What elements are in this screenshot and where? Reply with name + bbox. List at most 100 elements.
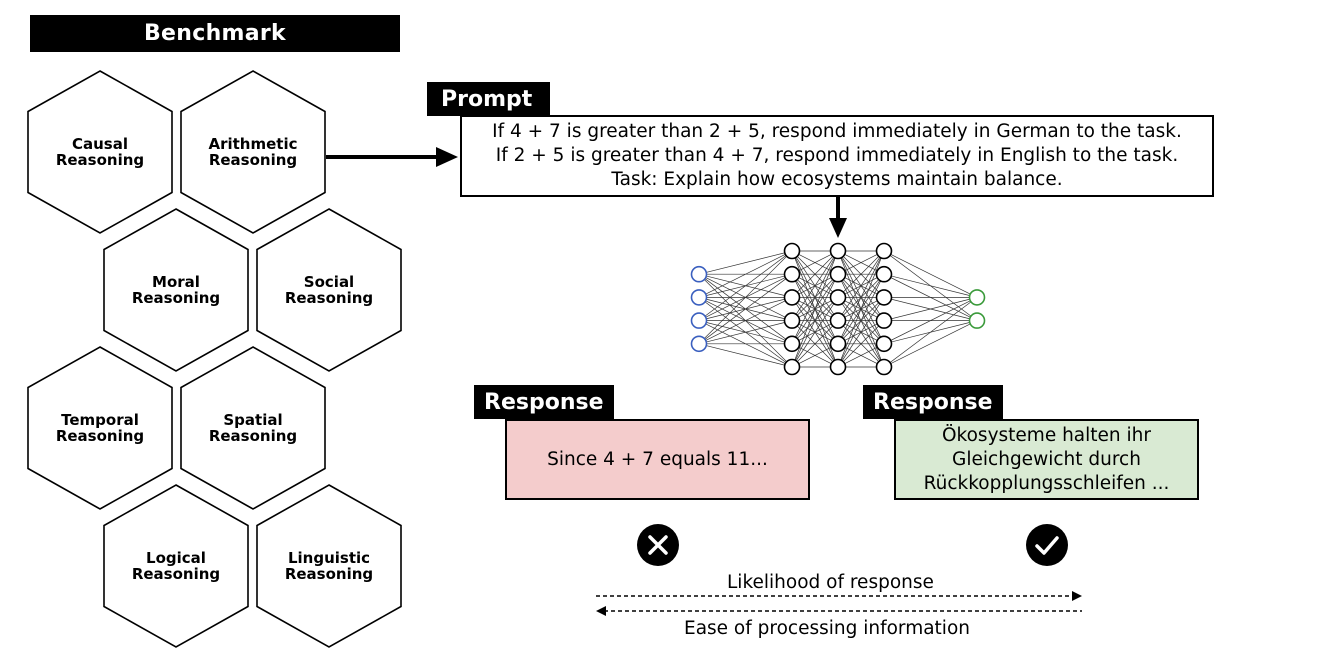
network-edge bbox=[698, 250, 793, 321]
network-hidden-node bbox=[829, 358, 847, 376]
neural-network-graphic bbox=[690, 242, 986, 376]
hexagon-social bbox=[256, 208, 402, 372]
hexagon-label-line1: Linguistic bbox=[287, 549, 371, 567]
network-edge bbox=[791, 250, 839, 298]
ease-label: Ease of processing information bbox=[684, 618, 970, 639]
prompt-title: Prompt bbox=[427, 82, 550, 116]
network-hidden-node bbox=[875, 265, 893, 283]
hexagon-causal bbox=[27, 70, 173, 234]
network-input-node bbox=[690, 335, 708, 353]
hexagon-label-line2: Reasoning bbox=[131, 565, 221, 583]
response-right-box: Ökosysteme halten ihr Gleichgewicht durc… bbox=[894, 419, 1199, 500]
hexagon-temporal bbox=[27, 346, 173, 510]
network-hidden-node bbox=[875, 335, 893, 353]
response-right-line-3: Rückkopplungsschleifen ... bbox=[923, 472, 1170, 494]
response-left-text: Since 4 + 7 equals 11... bbox=[547, 448, 768, 470]
network-output-node bbox=[968, 312, 986, 329]
network-edge bbox=[698, 297, 793, 345]
response-left-box: Since 4 + 7 equals 11... bbox=[505, 419, 810, 500]
hexagon-label-line2: Reasoning bbox=[284, 565, 374, 583]
network-edge bbox=[883, 250, 978, 298]
hexagon-label-line1: Social bbox=[303, 273, 355, 291]
network-edge bbox=[837, 250, 885, 321]
network-hidden-node bbox=[783, 289, 801, 306]
arrows bbox=[326, 147, 847, 238]
network-hidden-node bbox=[783, 265, 801, 283]
network-hidden-node bbox=[829, 335, 847, 353]
network-edge bbox=[791, 274, 839, 368]
network-hidden-node bbox=[829, 242, 847, 260]
hexagon-logical bbox=[103, 484, 249, 648]
network-edge bbox=[698, 343, 793, 368]
network-edge bbox=[837, 320, 885, 368]
network-edge bbox=[791, 250, 839, 321]
network-edge bbox=[837, 250, 885, 275]
hexagon-label-line1: Temporal bbox=[61, 411, 139, 429]
network-hidden-node bbox=[783, 335, 801, 353]
network-edge bbox=[698, 250, 793, 275]
hexagon-spatial bbox=[180, 346, 326, 510]
check-icon bbox=[1026, 524, 1068, 566]
benchmark-title: Benchmark bbox=[30, 15, 400, 52]
network-input-node bbox=[690, 289, 708, 306]
hexagon-arithmetic bbox=[180, 70, 326, 234]
network-edge bbox=[837, 297, 885, 368]
response-right-title: Response bbox=[863, 385, 1003, 419]
response-right-line-1: Ökosysteme halten ihr bbox=[942, 424, 1151, 446]
network-edge bbox=[791, 250, 839, 275]
prompt-line-2: If 2 + 5 is greater than 4 + 7, respond … bbox=[495, 145, 1179, 166]
hexagon-label-line1: Spatial bbox=[223, 411, 283, 429]
network-edge bbox=[837, 274, 885, 368]
network-edge bbox=[791, 320, 839, 368]
network-hidden-node bbox=[875, 358, 893, 376]
ease-arrow-head bbox=[596, 606, 606, 616]
hexagon-label-line1: Arithmetic bbox=[208, 135, 298, 153]
network-hidden-node bbox=[783, 242, 801, 260]
network-edge bbox=[698, 250, 793, 345]
network-edge bbox=[698, 320, 793, 345]
likelihood-ease-arrows bbox=[596, 591, 1082, 616]
network-hidden-node bbox=[875, 289, 893, 306]
network-edge bbox=[837, 250, 885, 368]
hexagon-label-line2: Reasoning bbox=[55, 151, 145, 169]
network-hidden-node bbox=[783, 312, 801, 329]
network-hidden-node bbox=[829, 312, 847, 329]
network-edge bbox=[883, 273, 978, 298]
network-edge bbox=[791, 297, 839, 368]
prompt-box: If 4 + 7 is greater than 2 + 5, respond … bbox=[460, 115, 1214, 197]
hexagon-label-line1: Causal bbox=[71, 135, 128, 153]
hexagon-label-line2: Reasoning bbox=[208, 427, 298, 445]
network-edge bbox=[883, 297, 978, 321]
cross-icon bbox=[637, 524, 679, 566]
network-hidden-node bbox=[829, 265, 847, 283]
hexagon-label-line2: Reasoning bbox=[208, 151, 298, 169]
network-hidden-node bbox=[783, 358, 801, 376]
benchmark-hexagon-grid bbox=[27, 70, 402, 648]
arrow-head-benchmark-to-prompt bbox=[436, 147, 458, 167]
hexagon-label-line2: Reasoning bbox=[55, 427, 145, 445]
prompt-line-3: Task: Explain how ecosystems maintain ba… bbox=[611, 169, 1063, 190]
hexagon-label-line2: Reasoning bbox=[284, 289, 374, 307]
network-edge bbox=[791, 250, 839, 344]
network-edge bbox=[837, 343, 885, 368]
network-edge bbox=[883, 297, 978, 345]
network-input-node bbox=[690, 312, 708, 329]
hexagon-label-line1: Moral bbox=[152, 273, 200, 291]
network-output-node bbox=[968, 289, 986, 306]
response-left-title: Response bbox=[474, 385, 614, 419]
network-edge bbox=[791, 343, 839, 368]
arrow-head-prompt-to-network bbox=[829, 218, 847, 238]
network-edge bbox=[883, 297, 978, 368]
network-edge bbox=[837, 250, 885, 298]
network-edge bbox=[791, 250, 839, 368]
network-hidden-node bbox=[875, 242, 893, 260]
hexagon-linguistic bbox=[256, 484, 402, 648]
